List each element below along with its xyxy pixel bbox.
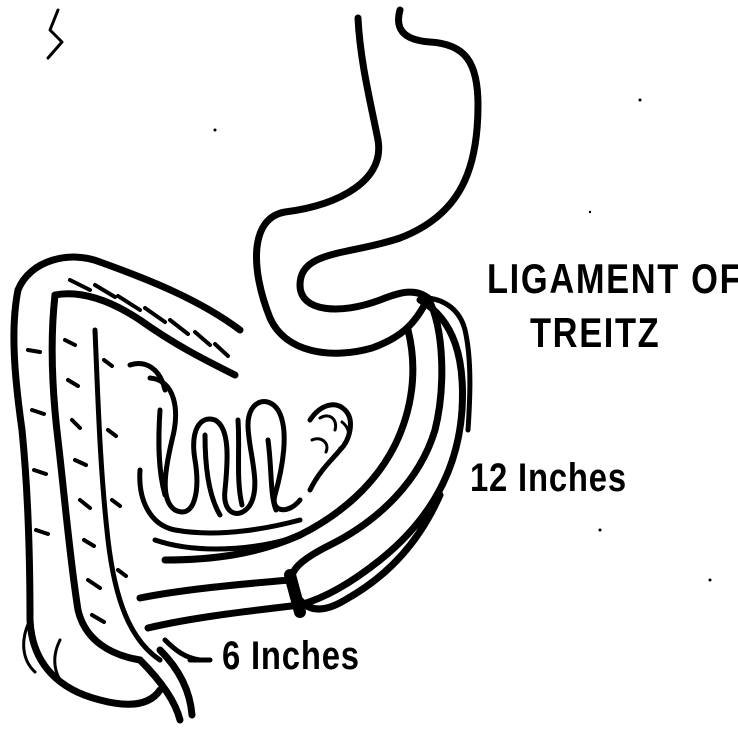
duodenum [165, 298, 470, 585]
ligament-label-line1: LIGAMENT OF [487, 258, 738, 300]
colon [14, 257, 240, 720]
small-intestine-loops [130, 364, 350, 549]
twelve-inches-label: 12 Inches [470, 458, 627, 498]
six-inches-label: 6 Inches [222, 636, 360, 676]
ligament-label-line2: TREITZ [530, 312, 660, 354]
